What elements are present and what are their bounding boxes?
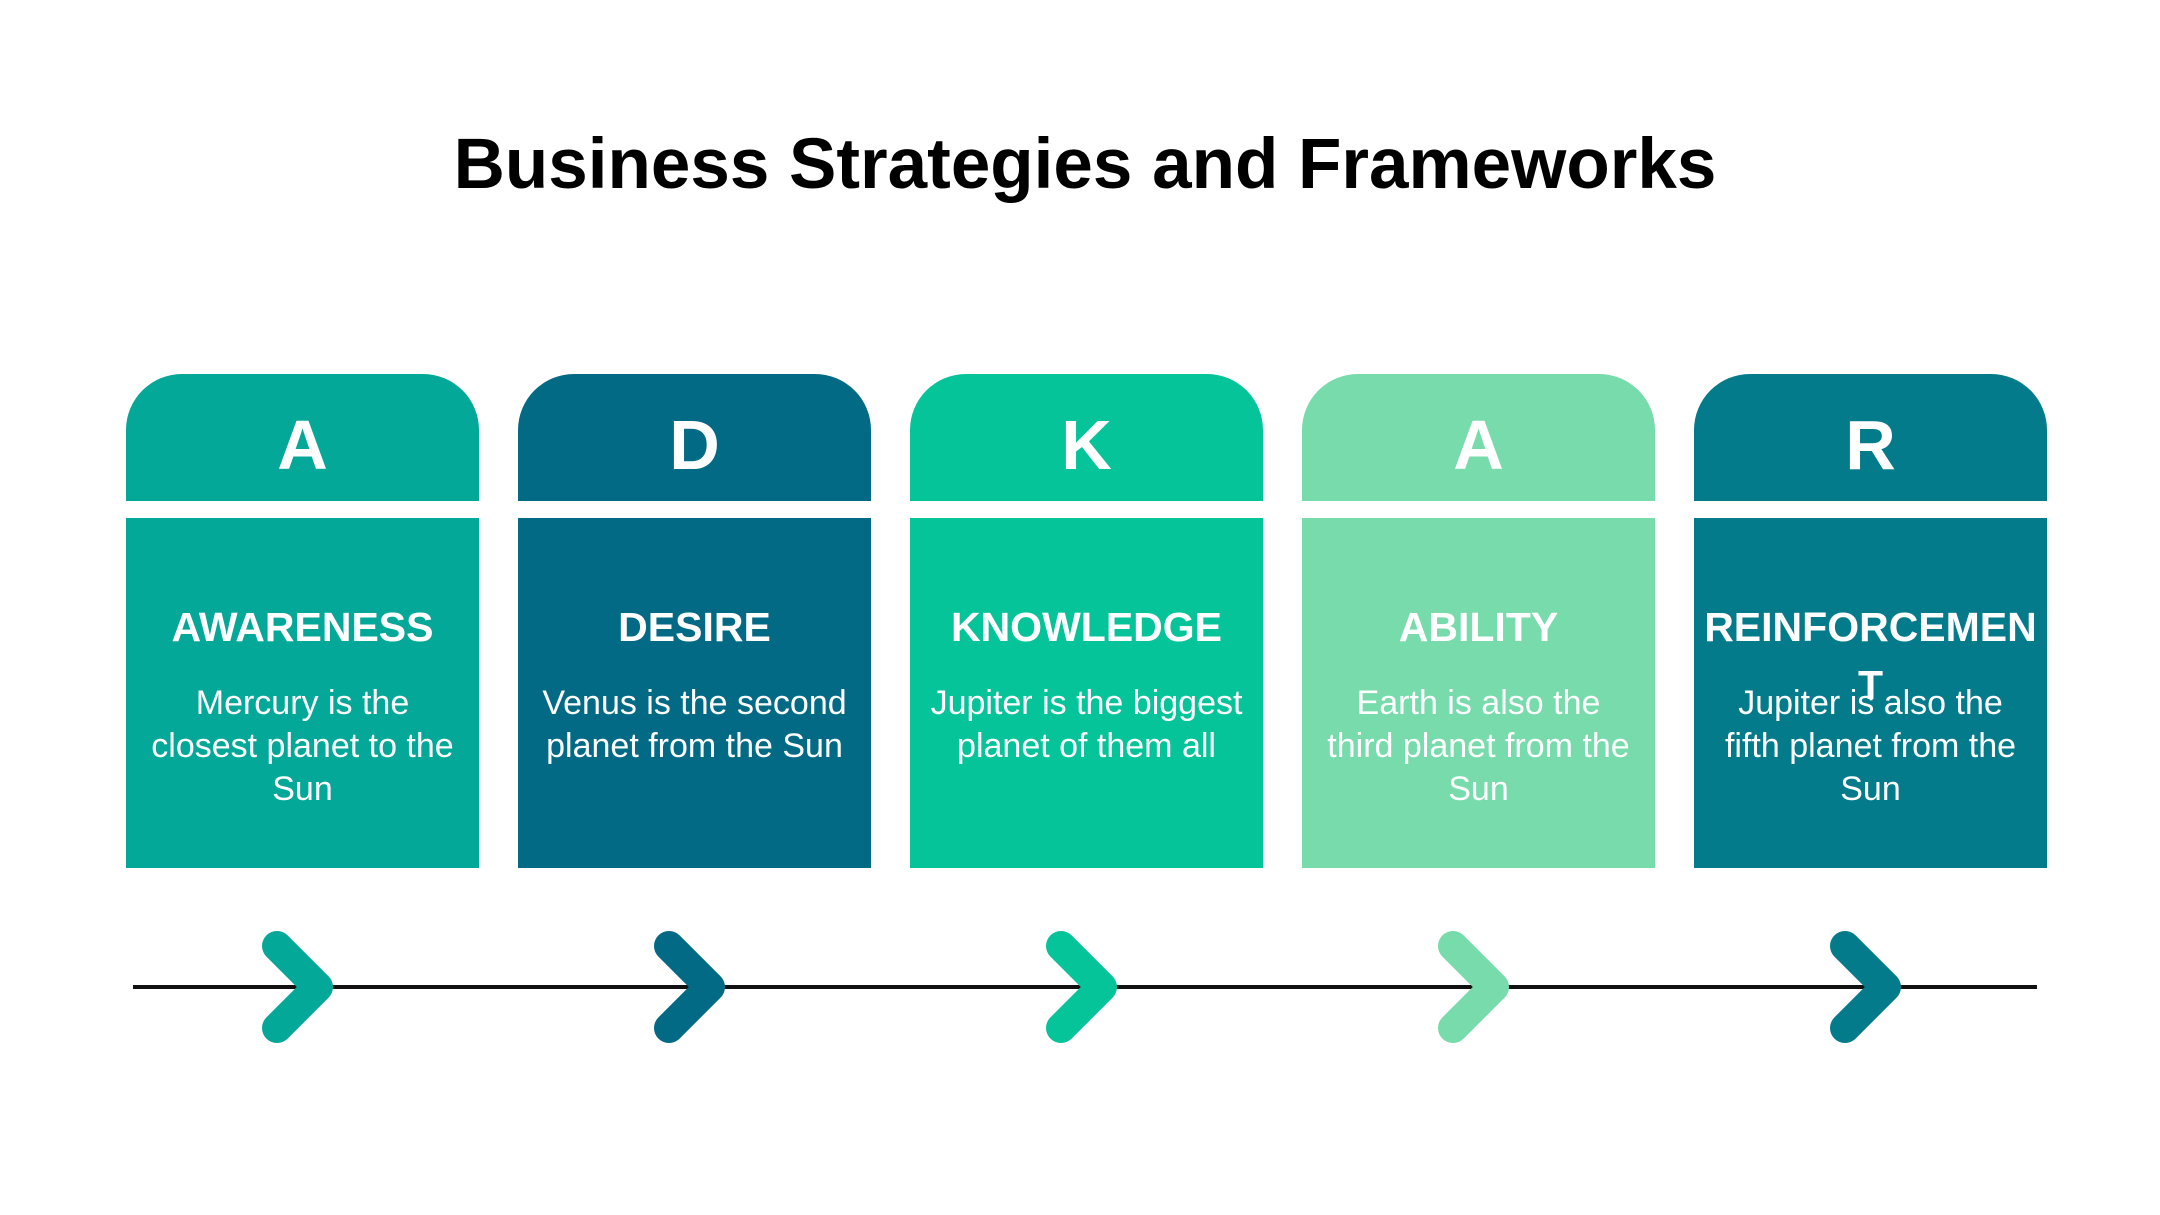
step-heading: REINFORCEMENT (1704, 604, 2037, 708)
step-description: Jupiter is also the fifth planet from th… (1724, 684, 2017, 808)
step-description: Venus is the second planet from the Sun (542, 684, 847, 765)
step-description: Jupiter is the biggest planet of them al… (930, 684, 1243, 765)
step-description: Mercury is the closest planet to the Sun (151, 684, 454, 808)
chevron-right-icon (1830, 931, 1901, 1043)
step-letter-tab: K (910, 374, 1263, 501)
step-letter-tab: D (518, 374, 871, 501)
chevron-right-icon (654, 931, 725, 1043)
step-column-reinforcement: R REINFORCEMENT Jupiter is also the fift… (1694, 374, 2047, 868)
step-letter: A (1453, 405, 1504, 484)
step-column-awareness: A AWARENESS Mercury is the closest plane… (126, 374, 479, 868)
step-card: ABILITY Earth is also the third planet f… (1302, 518, 1655, 868)
step-letter-tab: A (126, 374, 479, 501)
step-description: Earth is also the third planet from the … (1327, 684, 1630, 808)
step-card: AWARENESS Mercury is the closest planet … (126, 518, 479, 868)
chevron-right-icon (1046, 931, 1117, 1043)
step-heading: DESIRE (618, 604, 771, 650)
step-letter-tab: A (1302, 374, 1655, 501)
step-column-knowledge: K KNOWLEDGE Jupiter is the biggest plane… (910, 374, 1263, 868)
page-title: Business Strategies and Frameworks (453, 125, 1717, 204)
step-card: KNOWLEDGE Jupiter is the biggest planet … (910, 518, 1263, 868)
step-letter: A (277, 405, 328, 484)
step-letter: R (1845, 405, 1896, 484)
step-letter: K (1061, 405, 1112, 484)
step-heading: KNOWLEDGE (950, 604, 1223, 650)
step-heading: AWARENESS (171, 604, 434, 650)
step-letter: D (669, 405, 720, 484)
step-letter-tab: R (1694, 374, 2047, 501)
step-column-desire: D DESIRE Venus is the second planet from… (518, 374, 871, 868)
chevron-right-icon (1438, 931, 1509, 1043)
step-column-ability: A ABILITY Earth is also the third planet… (1302, 374, 1655, 868)
step-heading: ABILITY (1398, 604, 1559, 650)
step-card: REINFORCEMENT Jupiter is also the fifth … (1694, 518, 2047, 868)
chevron-right-icon (262, 931, 333, 1043)
step-card: DESIRE Venus is the second planet from t… (518, 518, 871, 868)
